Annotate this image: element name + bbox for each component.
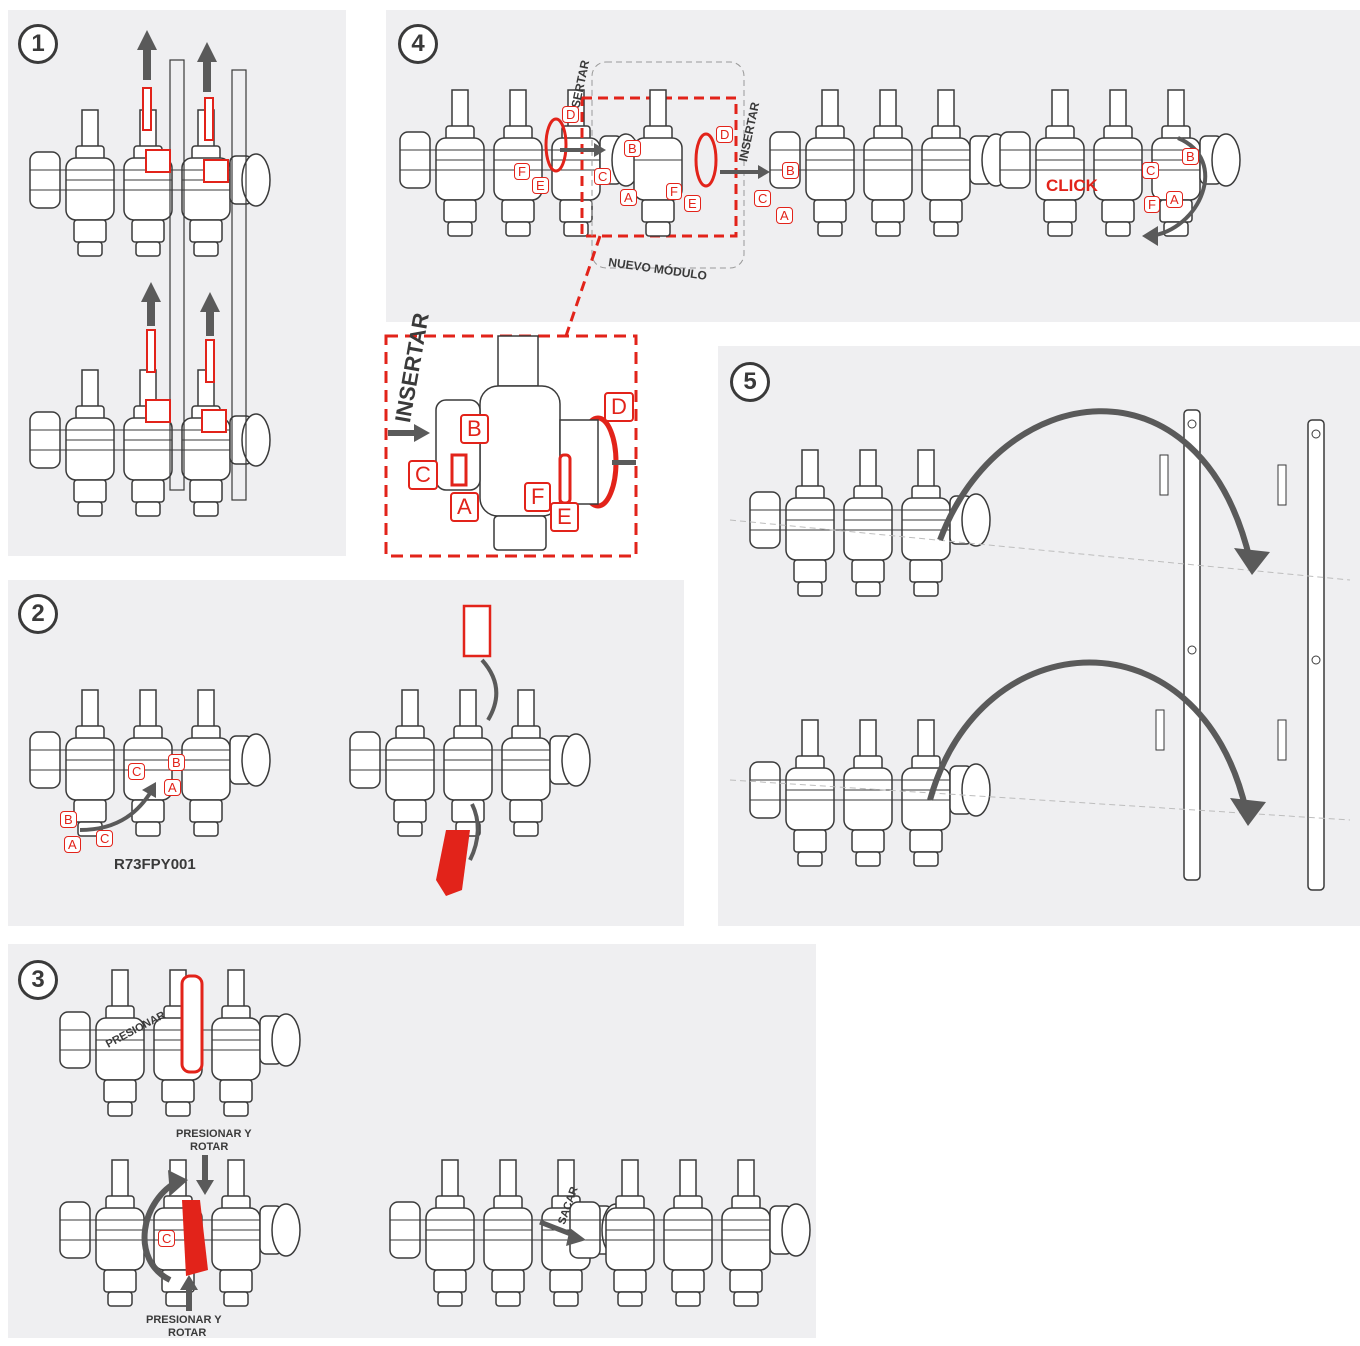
step-number-4: 4 — [398, 24, 438, 64]
step-number-5: 5 — [730, 362, 770, 402]
step-number-2: 2 — [18, 594, 58, 634]
step-number-1: 1 — [18, 24, 58, 64]
detail-tag-b: B — [460, 414, 489, 444]
detail-tag-d: D — [604, 392, 634, 422]
part-tag-d: D — [562, 106, 580, 123]
detail-tag-a: A — [450, 492, 479, 522]
part-tag-c-3: C — [1142, 162, 1160, 179]
step-number-3: 3 — [18, 960, 58, 1000]
step2-clip-tag-b: B — [60, 811, 77, 828]
step2-clip-tag-a: A — [64, 836, 81, 853]
part-tag-b-2: B — [782, 162, 799, 179]
part-tag-f: F — [514, 163, 530, 180]
part-tag-b: B — [624, 140, 641, 157]
presionar-rotar-top-line2: ROTAR — [190, 1141, 229, 1153]
detail-tag-f: F — [524, 482, 552, 512]
step2-tag-b: B — [168, 754, 185, 771]
part-tag-f-3: F — [1144, 196, 1160, 213]
part-tag-c-2: C — [754, 190, 772, 207]
part-tag-e: E — [532, 177, 549, 194]
part-tag-a-2: A — [776, 207, 793, 224]
part-tag-f-2: F — [666, 183, 682, 200]
part-tag-a-3: A — [1166, 191, 1183, 208]
part-tag-b-3: B — [1182, 148, 1199, 165]
detail-tag-e: E — [550, 502, 579, 532]
presionar-rotar-top-line1: PRESIONAR Y — [176, 1128, 252, 1140]
detail-tag-c: C — [408, 460, 438, 490]
part-tag-c: C — [594, 168, 612, 185]
step3-tag-c: C — [158, 1230, 176, 1247]
part-tag-d-2: D — [716, 126, 734, 143]
part-tag-e-2: E — [684, 195, 701, 212]
step2-tag-c: C — [128, 763, 146, 780]
part-number-label: R73FPY001 — [114, 856, 196, 873]
part-tag-a: A — [620, 189, 637, 206]
panel-step-1 — [8, 10, 346, 556]
presionar-rotar-bottom-line2: ROTAR — [168, 1327, 207, 1339]
step2-clip-tag-c: C — [96, 830, 114, 847]
presionar-rotar-bottom-line1: PRESIONAR Y — [146, 1314, 222, 1326]
step2-tag-a: A — [164, 779, 181, 796]
click-label: CLICK — [1046, 176, 1098, 195]
